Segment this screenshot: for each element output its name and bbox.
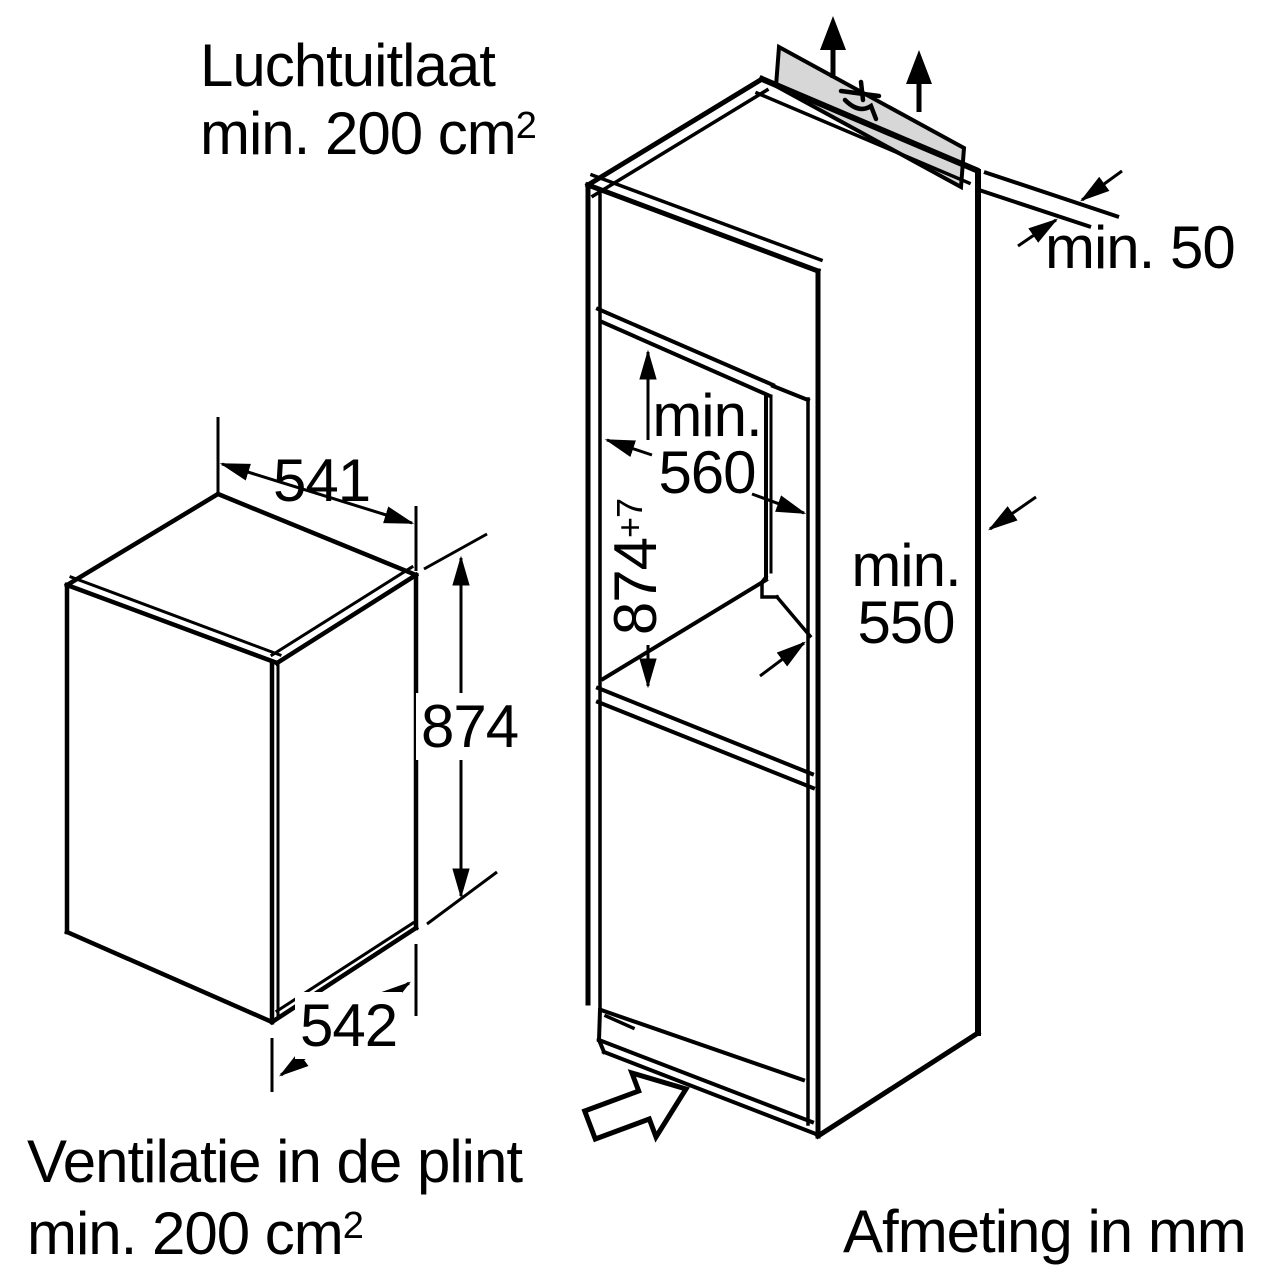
dim-label-874-7: 874+7 — [600, 498, 669, 636]
plinth-vent-sup: 2 — [342, 1205, 364, 1247]
air-outlet-sup: 2 — [515, 105, 537, 147]
dim-label-min-560: min. 560 — [607, 386, 807, 503]
units-text: Afmeting in mm — [843, 1198, 1247, 1265]
niche-depth-prefix: min. — [851, 532, 961, 599]
appliance-width-value: 541 — [273, 447, 371, 514]
dim-label-min-50: min. 50 — [1045, 218, 1236, 278]
niche-width-prefix: min. — [652, 382, 762, 449]
airflow-up-arrow-icon — [820, 16, 932, 112]
appliance-box-drawing — [63, 490, 420, 1026]
housing-cabinet-drawing — [584, 75, 982, 1140]
air-vent-icon — [838, 79, 882, 122]
dim-min-560 — [604, 438, 807, 515]
plinth-vent-note: Ventilatie in de plint min. 200 cm2 — [27, 1132, 523, 1264]
dim-min-50 — [975, 169, 1123, 248]
dim-label-541: 541 — [273, 451, 371, 511]
plinth-vent-line1: Ventilatie in de plint — [27, 1128, 523, 1195]
dim-label-542: 542 — [295, 992, 403, 1059]
plinth-vent-line2: min. 200 cm — [27, 1200, 344, 1267]
niche-height-value: 874 — [602, 537, 669, 636]
dim-541 — [216, 417, 418, 571]
niche-width-value: 560 — [658, 439, 756, 506]
dim-min-550 — [759, 495, 1037, 678]
vent-panel — [773, 43, 967, 191]
air-outlet-note: Luchtuitlaat min. 200 cm2 — [200, 36, 537, 164]
dim-label-874: 874 — [416, 693, 524, 760]
appliance-depth-value: 542 — [295, 992, 403, 1059]
appliance-height-value: 874 — [416, 693, 524, 760]
rear-gap-value: min. 50 — [1045, 214, 1236, 281]
dim-label-min-550: min. 550 — [806, 536, 1006, 653]
niche-depth-value: 550 — [857, 589, 955, 656]
air-outlet-line1: Luchtuitlaat — [200, 32, 496, 99]
plinth-airflow-arrow-icon — [581, 1069, 690, 1143]
niche-height-tolerance: +7 — [609, 498, 650, 538]
air-outlet-line2: min. 200 cm — [200, 100, 517, 167]
units-note: Afmeting in mm — [843, 1202, 1247, 1262]
